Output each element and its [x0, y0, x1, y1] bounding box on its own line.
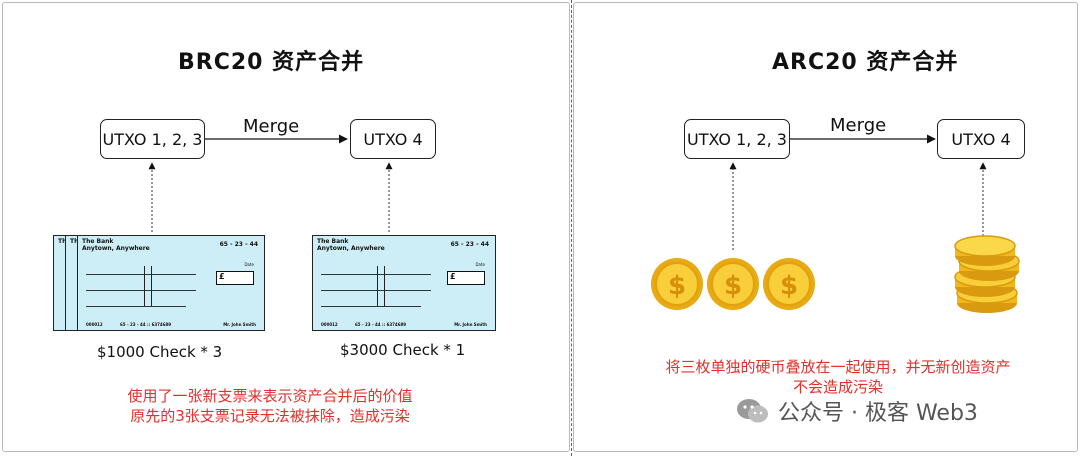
- check-sort-code: 65 - 23 - 44: [450, 241, 489, 248]
- check-crossing: [384, 266, 385, 306]
- brc20-panel: [2, 2, 570, 452]
- brc20-title: BRC20 资产合并: [178, 50, 365, 75]
- check-footer-name: Mr. John Smith: [454, 322, 487, 327]
- arc20-panel: [573, 2, 1078, 452]
- check-footer-code: 65 - 23 - 44 :: 6374689: [355, 322, 407, 327]
- check-amount-box: £: [447, 271, 485, 285]
- arc20-merge-label: Merge: [830, 115, 887, 136]
- check-crossing: [151, 266, 152, 306]
- check-line: [321, 306, 421, 307]
- wechat-icon: [737, 399, 768, 423]
- arc20-title: ARC20 资产合并: [772, 50, 959, 75]
- svg-text:$: $: [668, 271, 686, 301]
- svg-text:$: $: [780, 271, 798, 301]
- arc20-note-line1: 将三枚单独的硬币叠放在一起使用，并无新创造资产: [665, 358, 1011, 376]
- check-stack-letter: Th: [58, 238, 67, 245]
- brc20-input-utxo-box: UTXO 1, 2, 3: [100, 119, 205, 159]
- check-date-label: Date: [244, 262, 254, 267]
- arc20-output-utxo-box: UTXO 4: [937, 119, 1025, 159]
- watermark-text: 公众号 · 极客 Web3: [778, 401, 978, 426]
- check-date-label: Date: [475, 262, 485, 267]
- check-footer-code: 65 - 23 - 44 :: 6374689: [120, 322, 172, 327]
- brc20-caption-left: $1000 Check * 3: [97, 343, 223, 361]
- check-sort-code: 65 - 23 - 44: [219, 241, 258, 248]
- check-line: [86, 274, 196, 275]
- check-crossing: [377, 266, 378, 306]
- check-line: [86, 290, 196, 291]
- coin-icon: $: [651, 258, 703, 310]
- brc20-note-line1: 使用了一张新支票来表示资产合并后的价值: [127, 387, 413, 405]
- arc20-note: 将三枚单独的硬币叠放在一起使用，并无新创造资产 不会造成污染: [628, 357, 1048, 397]
- brc20-note: 使用了一张新支票来表示资产合并后的价值 原先的3张支票记录无法被抹除，造成污染: [100, 386, 440, 426]
- check-footer-account: 000012: [86, 322, 103, 327]
- check-line: [321, 290, 431, 291]
- svg-text:$: $: [724, 271, 742, 301]
- watermark: 公众号 · 极客 Web3: [736, 395, 978, 427]
- check-line: [321, 274, 431, 275]
- brc20-merge-label: Merge: [243, 116, 300, 137]
- coin-stack-icon: [954, 235, 1020, 313]
- arc20-note-line2: 不会造成污染: [792, 378, 883, 396]
- coin-icon: $: [763, 258, 815, 310]
- brc20-output-utxo-box: UTXO 4: [350, 119, 436, 159]
- check-footer-account: 000012: [321, 322, 338, 327]
- coin-icon: $: [707, 258, 759, 310]
- brc20-note-line2: 原先的3张支票记录无法被抹除，造成污染: [130, 407, 410, 425]
- check-amount-box: £: [216, 271, 254, 285]
- check-stack-letter: Th: [70, 238, 79, 245]
- brc20-caption-right: $3000 Check * 1: [340, 341, 466, 359]
- panel-divider: [571, 0, 572, 456]
- arc20-input-utxo-box: UTXO 1, 2, 3: [684, 119, 790, 159]
- check-crossing: [144, 266, 145, 306]
- check-footer-name: Mr. John Smith: [223, 322, 256, 327]
- check-line: [86, 306, 186, 307]
